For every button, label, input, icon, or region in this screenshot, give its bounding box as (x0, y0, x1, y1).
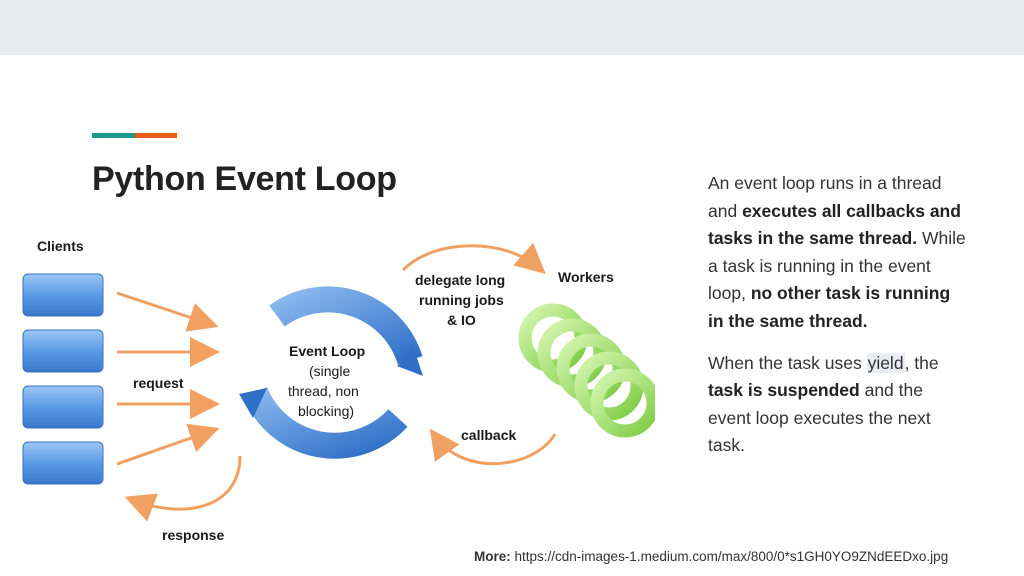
footer-label: More: (474, 549, 511, 564)
request-label: request (133, 375, 184, 391)
worker-circle-4 (574, 351, 644, 421)
client-box-4 (22, 441, 104, 485)
accent-bar-orange (135, 133, 177, 138)
event-loop-arc-bottom (242, 386, 408, 459)
workers-group (518, 303, 660, 438)
request-arrow-1 (116, 291, 219, 332)
slide-title: Python Event Loop (92, 160, 397, 198)
event-loop-diagram: Clients request response Event Loop (sin… (15, 228, 660, 553)
footer-url[interactable]: https://cdn-images-1.medium.com/max/800/… (514, 549, 949, 564)
description: An event loop runs in a thread and execu… (708, 170, 968, 474)
description-paragraph-2: When the task uses yield, the task is su… (708, 350, 968, 460)
event-loop-title: Event Loop (289, 343, 365, 359)
description-paragraph-1: An event loop runs in a thread and execu… (708, 170, 968, 336)
desc-bold: no other task is running in the same thr… (708, 283, 951, 331)
delegate-arrow (401, 242, 546, 274)
client-box-1 (22, 273, 104, 317)
yield-code: yield (866, 352, 905, 373)
desc-text: While a task is running in the event loo… (708, 228, 966, 304)
worker-circle-5 (590, 368, 660, 438)
desc-text: An event loop runs in a thread and (708, 173, 942, 221)
desc-text: When the task uses (708, 352, 867, 373)
client-box-3 (22, 385, 104, 429)
client-box-2 (22, 329, 104, 373)
request-arrow-4 (116, 423, 220, 466)
desc-text: , the (904, 352, 939, 373)
footer-source: More: https://cdn-images-1.medium.com/ma… (474, 549, 948, 564)
worker-circle-3 (556, 333, 626, 403)
event-loop-line-2: thread, non (288, 383, 359, 399)
desc-bold: task is suspended (708, 380, 860, 401)
top-bar (0, 0, 1024, 55)
desc-text: and the event loop executes the next tas… (708, 380, 931, 456)
delegate-label-2: running jobs (419, 292, 504, 308)
callback-arrow (429, 428, 557, 466)
event-loop-line-3: blocking) (298, 403, 354, 419)
callback-label: callback (461, 427, 516, 443)
event-loop-arrowhead-bottom (239, 388, 267, 418)
delegate-label-1: delegate long (415, 272, 505, 288)
clients-label: Clients (37, 238, 84, 254)
response-label: response (162, 527, 224, 543)
delegate-label-3: & IO (447, 312, 476, 328)
response-arrow (124, 455, 242, 522)
desc-bold: executes all callbacks and tasks in the … (708, 200, 961, 249)
accent-bar-teal (92, 133, 135, 138)
event-loop-arc-top (269, 286, 423, 365)
event-loop-line-1: (single (309, 363, 350, 379)
event-loop-arrowhead-top (397, 346, 423, 376)
workers-label: Workers (558, 269, 614, 285)
